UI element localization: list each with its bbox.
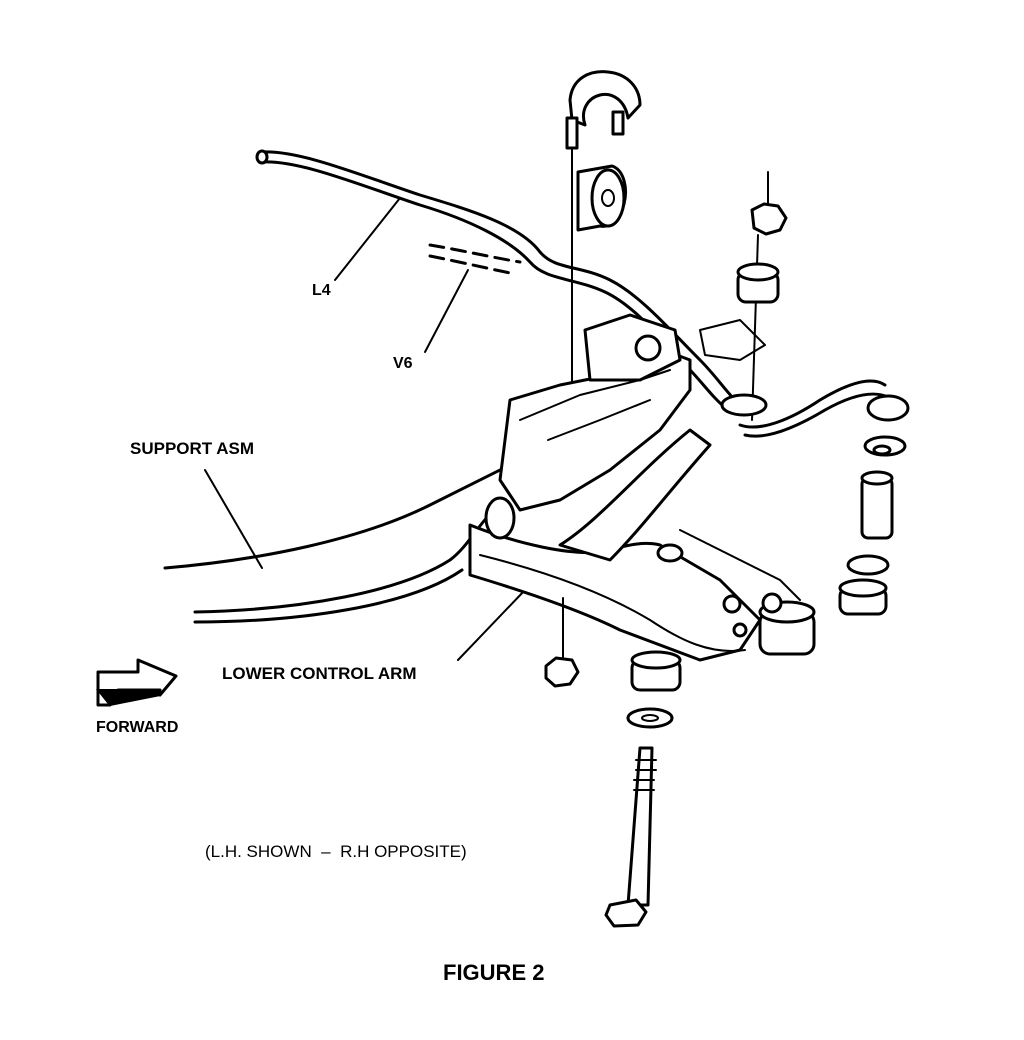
lower-control-arm [468,428,801,662]
forward-arrow-icon [95,658,178,707]
leader-lines [204,197,526,661]
label-forward: FORWARD [96,719,179,736]
label-lower-control-arm: LOWER CONTROL ARM [222,664,417,683]
stabilizer-shaft-v6 [428,243,522,276]
figure-caption: FIGURE 2 [443,960,545,985]
label-support-asm: SUPPORT ASM [130,439,255,458]
link-stack-upper [720,171,788,421]
support-asm [163,313,766,624]
stabilizer-shaft-l4 [255,149,890,438]
lower-fasteners [544,597,682,928]
insulator-bushing [576,164,627,232]
label-v6: V6 [393,355,413,372]
insulator-clamp [565,70,642,396]
figure-note: (L.H. SHOWN – R.H OPPOSITE) [205,842,467,861]
ball-joint [758,592,816,656]
link-stack-right [838,394,910,616]
label-l4: L4 [312,282,331,299]
